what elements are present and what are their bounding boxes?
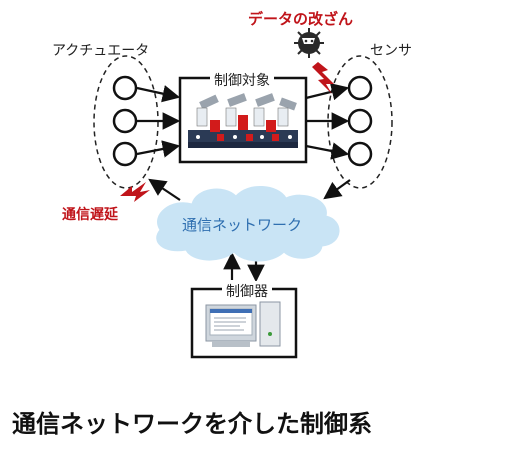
network-cloud [156, 185, 340, 262]
controlled-object-label: 制御対象 [210, 70, 274, 90]
sensor-node-1 [347, 75, 373, 101]
actuator-node-3 [112, 141, 138, 167]
comm-delay-label: 通信遅延 [62, 207, 118, 223]
sensor-label: センサ [370, 43, 412, 59]
controller-box [190, 287, 298, 359]
network-label: 通信ネットワーク [182, 216, 303, 234]
sensor-group [327, 55, 393, 189]
desktop-computer-icon [205, 301, 281, 347]
page-caption: 通信ネットワークを介した制御系 [12, 410, 372, 438]
data-tampering-label: データの改ざん [248, 10, 354, 28]
virus-hacker-icon [294, 28, 324, 58]
delay-lightning-icon [120, 182, 150, 202]
robot-arm-factory-icon [188, 93, 298, 148]
controller-label: 制御器 [222, 281, 272, 301]
actuator-node-1 [112, 75, 138, 101]
actuator-group [93, 55, 159, 189]
tampering-lightning-icon [312, 62, 334, 94]
actuator-node-2 [112, 108, 138, 134]
actuator-label: アクチュエータ [52, 43, 150, 59]
sensor-node-3 [347, 141, 373, 167]
sensor-node-2 [347, 108, 373, 134]
